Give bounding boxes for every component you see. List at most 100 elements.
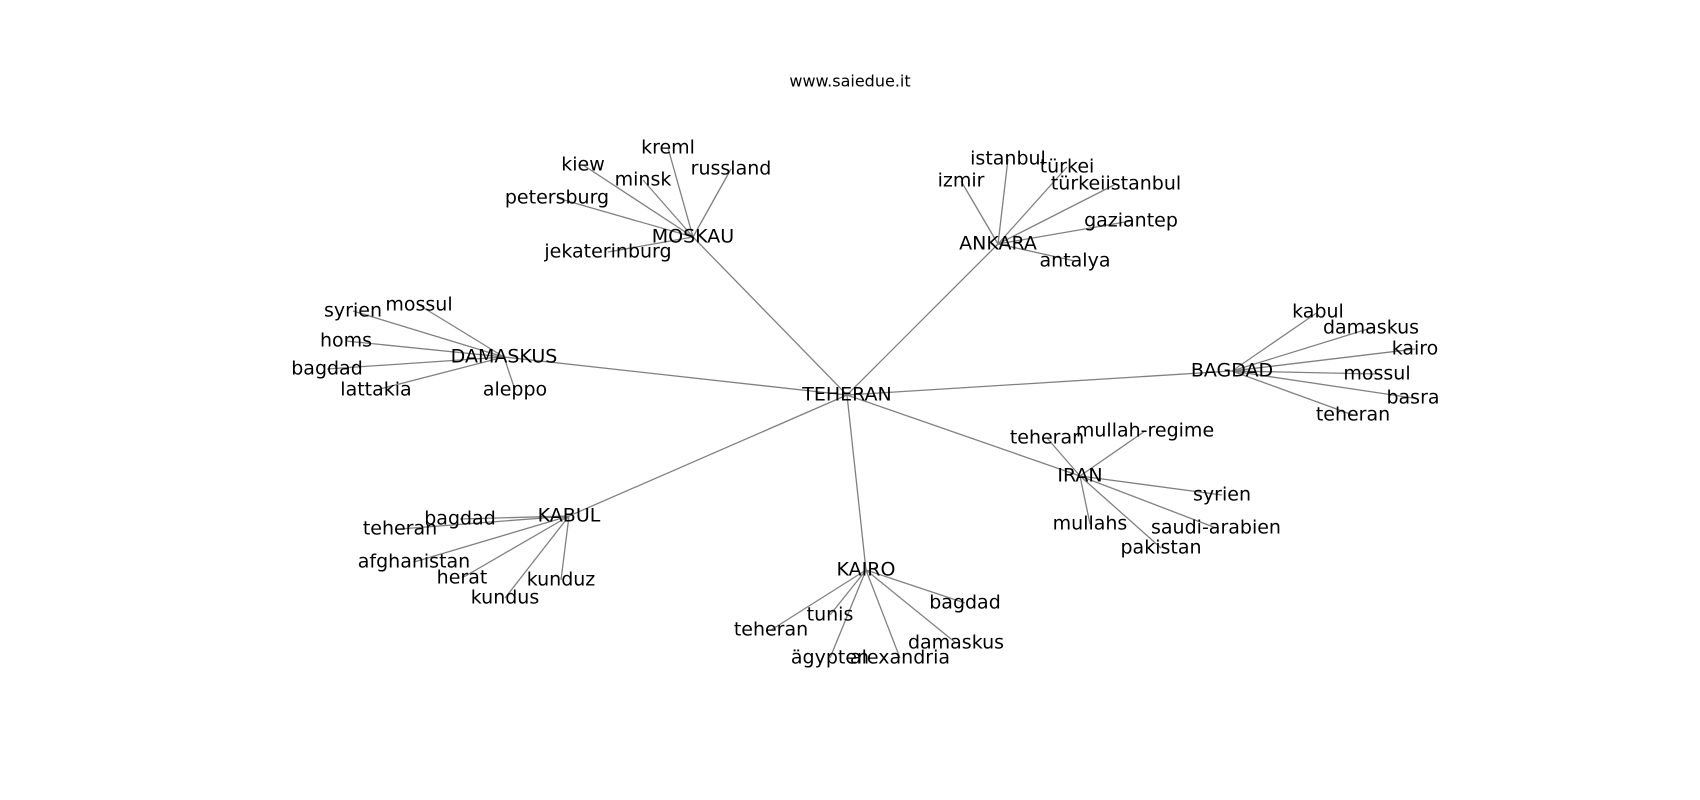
leaf-node-kabul-4: kunduz <box>527 569 596 591</box>
hub-node-kabul: KABUL <box>538 505 601 527</box>
leaf-node-ankara-3: türkeiistanbul <box>1051 173 1181 195</box>
edge-iran-leaf-4 <box>1079 475 1217 529</box>
edge-kairo-leaf-1 <box>829 569 867 616</box>
edge-bagdad-leaf-1 <box>1231 327 1372 372</box>
leaf-node-damaskus-5: aleppo <box>483 379 547 401</box>
edge-bagdad-leaf-3 <box>1231 370 1378 375</box>
edge-damaskus-leaf-5 <box>503 356 516 391</box>
edge-teheran-ankara <box>846 243 999 396</box>
edge-ankara-leaf-2 <box>997 166 1068 245</box>
leaf-node-bagdad-0: kabul <box>1292 301 1344 323</box>
leaf-node-iran-3: mullahs <box>1053 513 1128 535</box>
edge-teheran-kabul <box>568 394 848 517</box>
label-layer: TEHERAN MOSKAU kreml kiew minsk russland peter… <box>291 137 1439 669</box>
edge-moskau-leaf-1 <box>582 164 694 238</box>
leaf-node-bagdad-2: kairo <box>1392 338 1439 360</box>
edge-kairo-leaf-5 <box>865 569 901 659</box>
leaf-node-bagdad-3: mossul <box>1343 363 1410 385</box>
leaf-node-damaskus-0: mossul <box>385 294 452 316</box>
edge-teheran-kairo <box>846 394 867 571</box>
edge-kairo-leaf-0 <box>865 569 966 604</box>
center-node-label: TEHERAN <box>801 384 892 406</box>
leaf-node-ankara-5: antalya <box>1040 250 1111 272</box>
hub-node-kairo: KAIRO <box>837 559 896 581</box>
edge-iran-leaf-3 <box>1079 475 1091 525</box>
leaf-node-kairo-0: bagdad <box>929 592 1001 614</box>
leaf-node-moskau-0: kreml <box>641 137 695 159</box>
edge-damaskus-leaf-0 <box>418 304 505 358</box>
edge-kabul-leaf-1 <box>399 515 570 530</box>
leaf-node-iran-5: pakistan <box>1120 537 1201 559</box>
edge-teheran-damaskus <box>503 356 848 396</box>
edge-kairo-leaf-3 <box>865 569 957 644</box>
edge-damaskus-leaf-3 <box>326 356 505 370</box>
edge-damaskus-leaf-1 <box>352 310 505 358</box>
edge-iran-leaf-5 <box>1079 475 1162 549</box>
edge-bagdad-leaf-5 <box>1231 370 1354 416</box>
leaf-node-iran-2: syrien <box>1193 484 1251 506</box>
edge-moskau-leaf-3 <box>692 168 732 238</box>
edge-damaskus-leaf-2 <box>345 340 505 358</box>
leaf-node-kabul-2: afghanistan <box>358 551 470 573</box>
edge-bagdad-leaf-4 <box>1231 370 1414 399</box>
edge-kairo-leaf-4 <box>829 569 867 659</box>
leaf-node-moskau-4: petersburg <box>505 187 609 209</box>
edge-iran-leaf-2 <box>1079 475 1223 496</box>
leaf-node-iran-0: mullah-regime <box>1076 420 1214 442</box>
edge-kabul-leaf-4 <box>560 515 570 581</box>
edge-teheran-iran <box>846 394 1081 477</box>
hub-node-damaskus: DAMASKUS <box>451 346 558 368</box>
hub-node-moskau: MOSKAU <box>652 226 734 248</box>
edge-teheran-moskau <box>692 236 848 396</box>
leaf-node-moskau-2: minsk <box>615 169 672 191</box>
leaf-node-bagdad-5: teheran <box>1316 404 1390 426</box>
edge-bagdad-leaf-0 <box>1231 311 1319 372</box>
edge-layer <box>326 147 1416 659</box>
edge-ankara-leaf-0 <box>997 158 1009 245</box>
edge-kabul-leaf-3 <box>461 515 570 579</box>
leaf-node-iran-1: teheran <box>1010 427 1084 449</box>
leaf-node-kairo-3: damaskus <box>908 632 1004 654</box>
leaf-node-ankara-0: istanbul <box>970 148 1046 170</box>
leaf-node-moskau-5: jekaterinburg <box>543 241 671 263</box>
edge-kabul-leaf-0 <box>459 515 570 520</box>
leaf-node-kairo-1: tunis <box>807 604 854 626</box>
hub-node-ankara: ANKARA <box>959 233 1037 255</box>
leaf-node-kabul-5: kundus <box>471 587 540 609</box>
leaf-node-kabul-1: teheran <box>363 518 437 540</box>
edge-kabul-leaf-5 <box>504 515 570 599</box>
edge-moskau-leaf-5 <box>607 236 694 253</box>
edge-ankara-leaf-4 <box>997 220 1132 245</box>
leaf-node-ankara-1: izmir <box>938 170 985 192</box>
edge-damaskus-leaf-4 <box>375 356 505 391</box>
leaf-node-kairo-5: alexandria <box>850 647 950 669</box>
leaf-node-kabul-3: herat <box>437 567 488 589</box>
leaf-node-moskau-1: kiew <box>561 154 605 176</box>
leaf-node-kairo-4: ägypten <box>791 647 869 669</box>
leaf-node-damaskus-4: lattakia <box>340 379 411 401</box>
leaf-node-ankara-4: gaziantep <box>1084 210 1178 232</box>
leaf-node-damaskus-2: homs <box>320 330 372 352</box>
edge-kairo-leaf-2 <box>770 569 867 631</box>
hub-node-iran: IRAN <box>1057 465 1102 487</box>
edge-ankara-leaf-1 <box>960 180 999 245</box>
leaf-node-bagdad-1: damaskus <box>1323 317 1419 339</box>
leaf-node-damaskus-1: syrien <box>324 300 382 322</box>
hub-node-bagdad: BAGDAD <box>1191 360 1273 382</box>
edge-moskau-leaf-0 <box>667 147 694 238</box>
leaf-node-iran-4: saudi-arabien <box>1151 517 1281 539</box>
leaf-node-kairo-2: teheran <box>734 619 808 641</box>
leaf-node-kabul-0: bagdad <box>424 508 496 530</box>
leaf-node-damaskus-3: bagdad <box>291 358 363 380</box>
edge-moskau-leaf-4 <box>556 197 694 238</box>
edge-bagdad-leaf-2 <box>1231 348 1416 372</box>
leaf-node-moskau-3: russland <box>691 158 772 180</box>
edge-ankara-leaf-5 <box>997 243 1076 262</box>
edge-kabul-leaf-2 <box>413 515 570 563</box>
leaf-node-bagdad-4: basra <box>1386 387 1439 409</box>
edge-iran-leaf-0 <box>1079 430 1146 477</box>
edge-teheran-bagdad <box>846 370 1233 396</box>
edge-ankara-leaf-3 <box>997 183 1117 245</box>
graph-title: www.saiedue.it <box>789 72 910 91</box>
